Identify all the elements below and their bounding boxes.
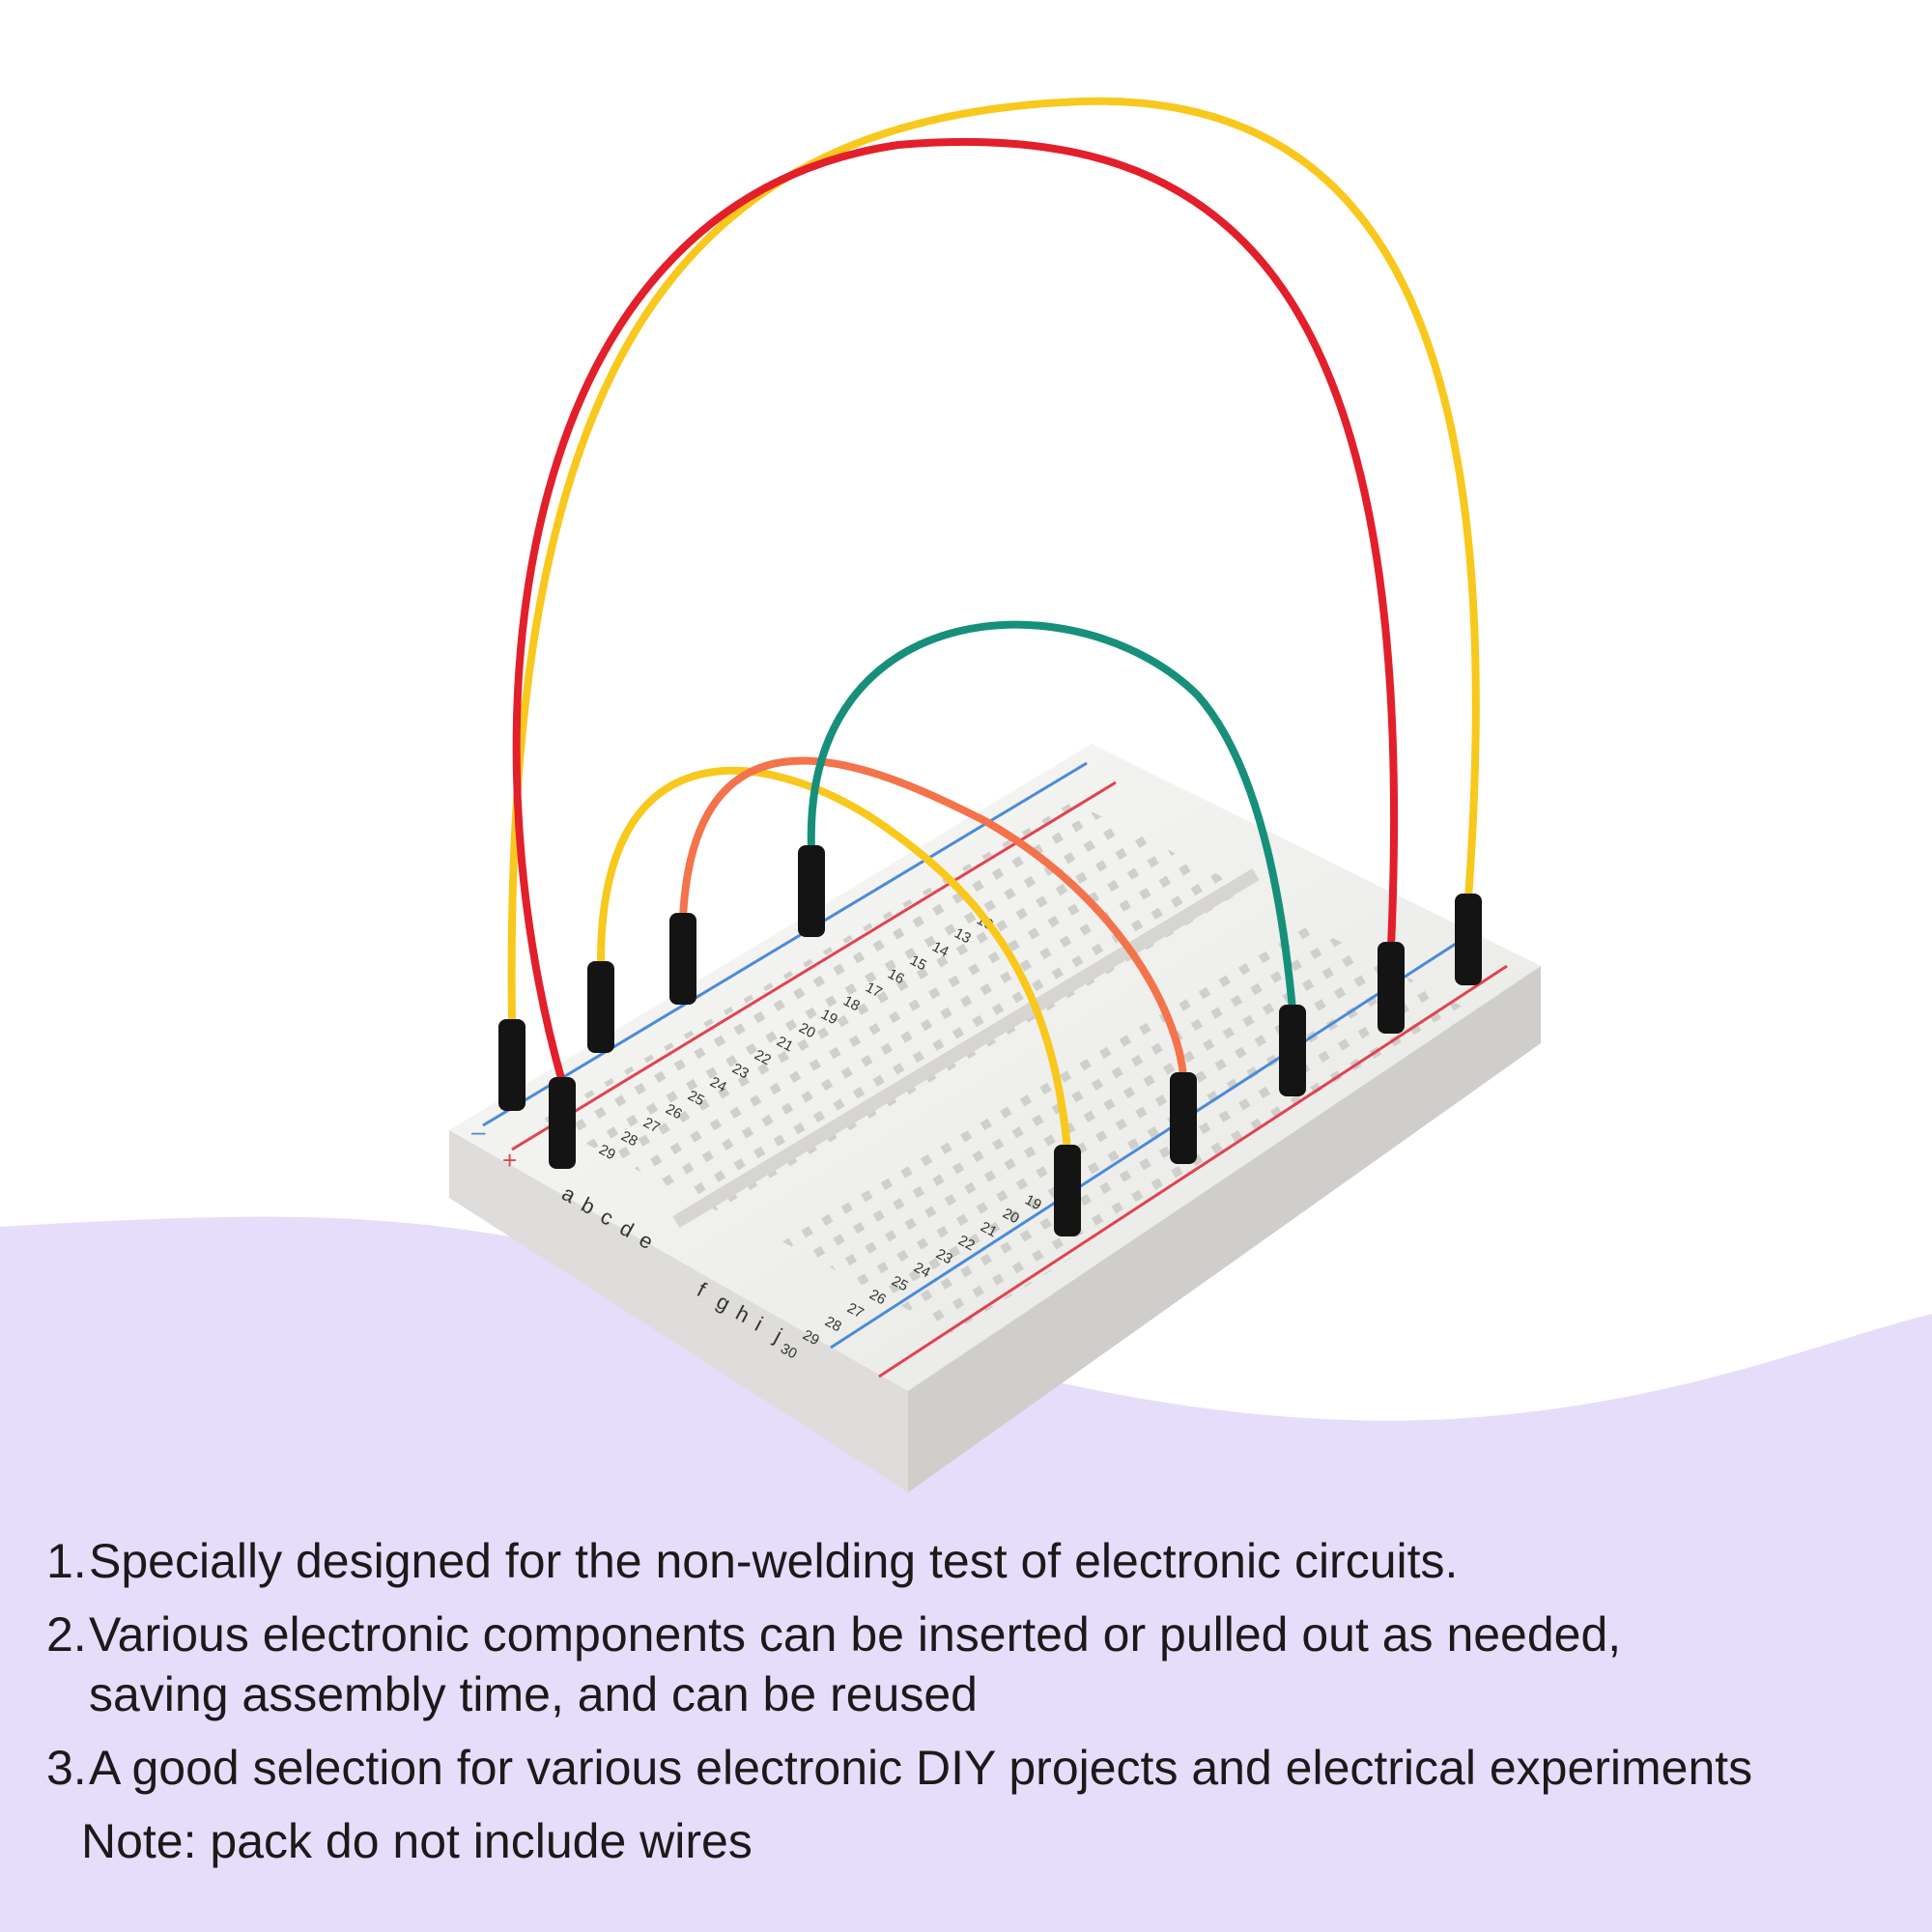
row-number: 27 [844, 1300, 867, 1322]
connector-housing [1279, 1005, 1306, 1096]
breadboard-side-face [908, 966, 1541, 1492]
row-number: 19 [1022, 1192, 1044, 1214]
connector-housing [798, 845, 825, 937]
row-number: 14 [929, 939, 952, 961]
row-number: 24 [707, 1074, 729, 1096]
rail-minus-sign: – [471, 1117, 486, 1146]
row-number: 22 [752, 1047, 774, 1069]
row-number: 22 [955, 1233, 978, 1255]
row-number: 15 [907, 952, 929, 975]
rail-line-blue-bottom [830, 940, 1460, 1350]
wire-green [807, 620, 1296, 1013]
wire-red-long [512, 137, 1398, 1086]
feature-number: 2. [46, 1607, 87, 1662]
row-number: 26 [663, 1101, 685, 1123]
row-number: 26 [867, 1287, 889, 1309]
row-number: 25 [889, 1273, 911, 1295]
row-number: 20 [1000, 1206, 1022, 1228]
wire-yellow-short [596, 766, 1071, 1153]
row-number: 29 [800, 1327, 822, 1350]
connector-housing [1170, 1072, 1197, 1164]
row-number: 18 [840, 993, 863, 1015]
connector-housing [1455, 894, 1482, 985]
note-text: Note: pack do not include wires [81, 1814, 753, 1868]
feature-item-2: 2.Various electronic components can be i… [46, 1605, 1901, 1724]
row-number: 27 [640, 1115, 663, 1137]
connector-housing [587, 961, 614, 1053]
connector-housing [549, 1077, 576, 1169]
breadboard-top-face [449, 744, 1541, 1391]
feature-item-3: 3.A good selection for various electroni… [46, 1738, 1901, 1798]
feature-number: 1. [46, 1534, 87, 1588]
feature-text-continuation: saving assembly time, and can be reused [89, 1667, 978, 1721]
feature-item-1: 1.Specially designed for the non-welding… [46, 1531, 1901, 1591]
row-number: 21 [978, 1219, 1000, 1241]
row-number: 25 [685, 1088, 707, 1110]
wire-yellow-long [507, 97, 1480, 1028]
row-number: 17 [863, 980, 885, 1002]
row-number: 28 [618, 1128, 640, 1151]
row-number: 19 [818, 1007, 840, 1029]
jumper-wires [507, 97, 1480, 1153]
wire-connectors [498, 845, 1482, 1236]
row-number: 24 [911, 1260, 933, 1282]
row-number: 16 [885, 966, 907, 988]
rail-plus-sign: + [502, 1146, 517, 1175]
breadboard-front-face [449, 1130, 908, 1492]
rail-line-red-bottom [878, 964, 1508, 1378]
row-number: 23 [729, 1061, 752, 1083]
feature-number: 3. [46, 1741, 87, 1795]
center-channel [672, 867, 1260, 1229]
feature-text: Specially designed for the non-welding t… [89, 1534, 1459, 1588]
background-wave [0, 1216, 1932, 1932]
row-number: 20 [796, 1020, 818, 1042]
connector-housing [1054, 1145, 1081, 1236]
feature-text: A good selection for various electronic … [89, 1741, 1753, 1795]
feature-text: Various electronic components can be ins… [89, 1607, 1622, 1662]
row-number: 30 [778, 1341, 800, 1363]
row-number: 28 [822, 1314, 844, 1336]
connector-housing [498, 1019, 526, 1111]
connector-housing [1378, 942, 1405, 1034]
row-number: 29 [596, 1142, 618, 1164]
row-number: 23 [933, 1246, 955, 1268]
row-number: 21 [774, 1034, 796, 1056]
wire-orange [679, 756, 1187, 1081]
row-number: 13 [952, 925, 974, 948]
feature-list: 1.Specially designed for the non-welding… [46, 1531, 1901, 1871]
connector-housing [669, 913, 696, 1005]
breadboard-hole-grid-left [541, 802, 1246, 1212]
